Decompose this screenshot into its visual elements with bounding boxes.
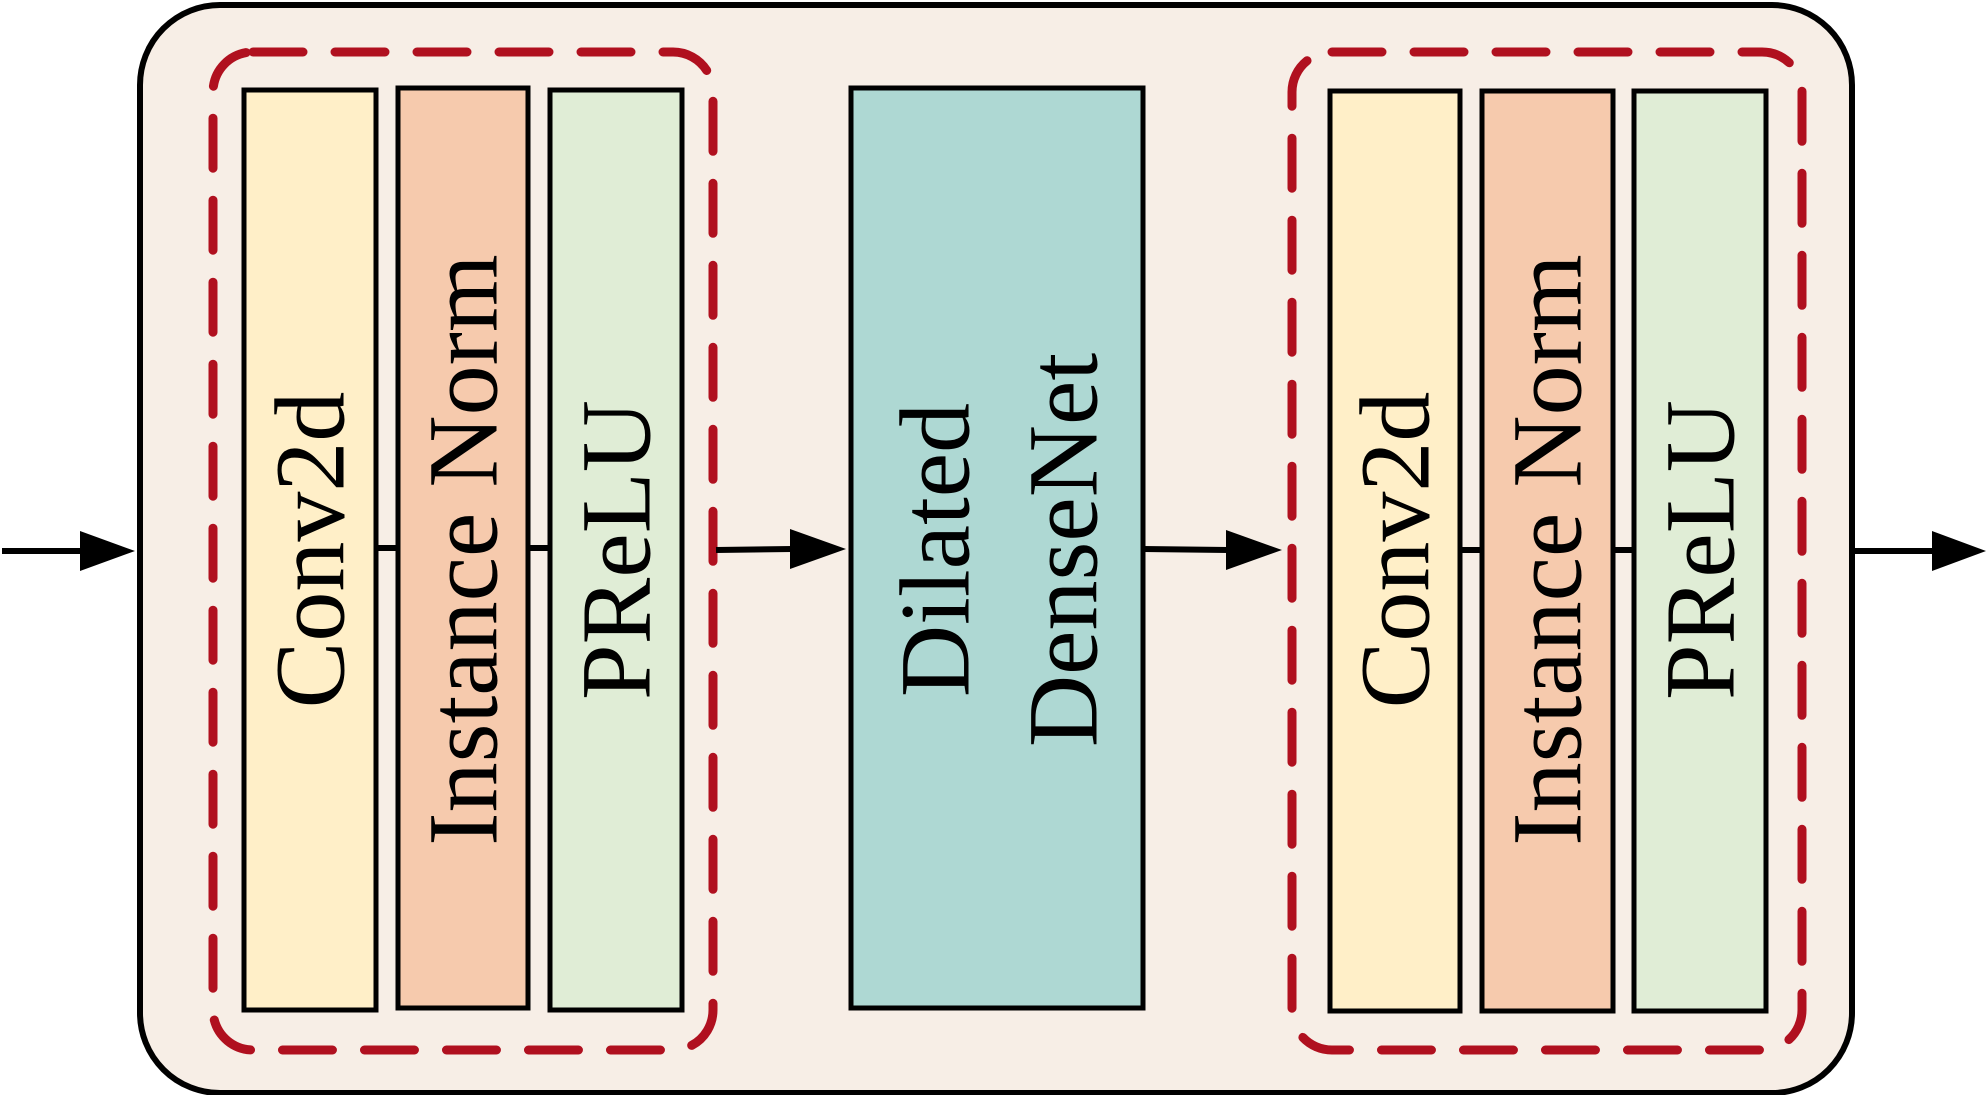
left-instance-norm-label: Instance Norm (408, 254, 519, 845)
left-prelu-box (547, 87, 685, 1013)
right-instance-norm-box (1479, 88, 1616, 1014)
left-instance-norm-box (395, 85, 531, 1011)
left-dashed-group (208, 47, 718, 1055)
right-prelu-box (1631, 88, 1769, 1014)
right-dashed-group (1287, 47, 1807, 1055)
dilated-densenet-box (848, 85, 1146, 1011)
right-prelu-label: PReLU (1645, 400, 1756, 700)
right-conv2d-label: Conv2d (1340, 392, 1451, 709)
right-conv2d-box (1327, 88, 1463, 1014)
right-instance-norm-label: Instance Norm (1492, 254, 1603, 845)
densenet-label-line1: Dilated (880, 403, 991, 697)
output-arrow (1852, 531, 1986, 571)
arrow-from-densenet (1142, 530, 1282, 570)
left-prelu-label: PReLU (561, 400, 672, 700)
left-conv2d-label: Conv2d (255, 392, 366, 709)
arrow-to-densenet (715, 529, 846, 569)
densenet-label-line2: DenseNet (1008, 353, 1119, 748)
input-arrow (2, 531, 135, 571)
left-conv2d-box (241, 87, 379, 1013)
